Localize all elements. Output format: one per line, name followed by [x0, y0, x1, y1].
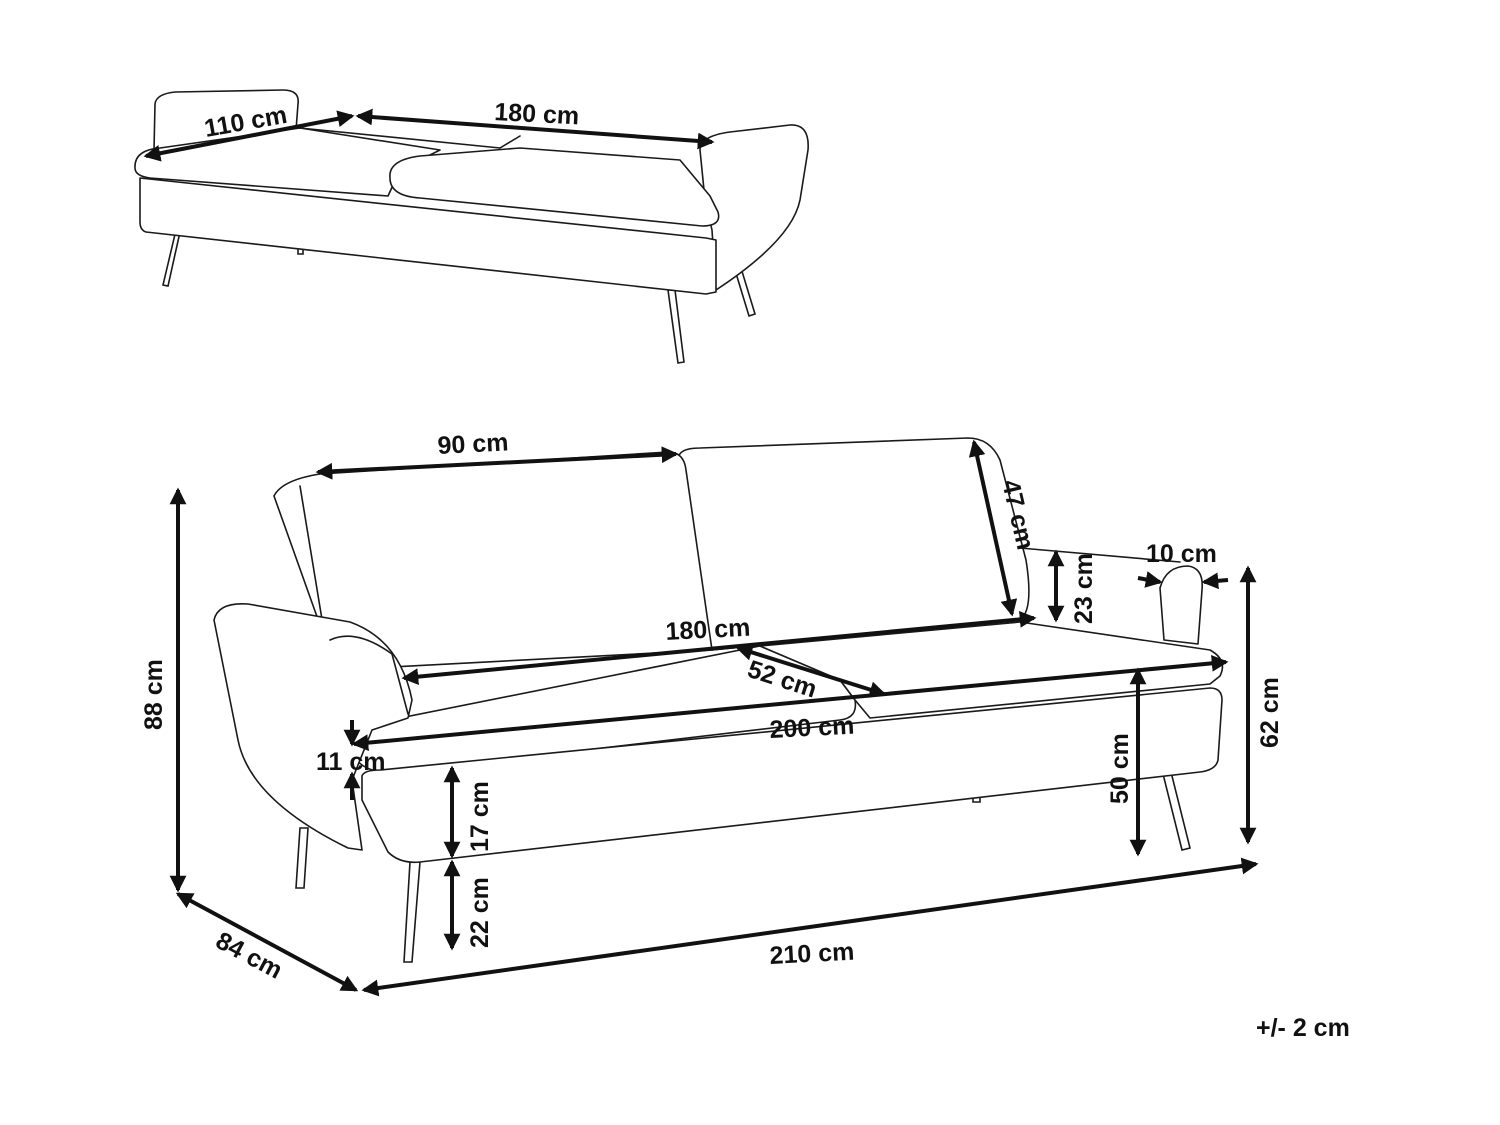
leg-front-right [1161, 767, 1191, 851]
label-cushion-length: 200 cm [769, 712, 855, 744]
label-arm-height: 62 cm [1256, 677, 1284, 748]
label-seat-height: 50 cm [1106, 733, 1134, 804]
label-seat-back-width: 90 cm [437, 428, 509, 460]
leg-back-left [295, 827, 309, 889]
bed-base [139, 177, 717, 295]
armrest-right [1159, 565, 1204, 645]
label-armrest-width: 10 cm [1146, 540, 1217, 568]
dimension-lines [143, 108, 1259, 997]
label-seat-width: 180 cm [665, 614, 751, 646]
label-leg-height: 22 cm [466, 877, 494, 948]
tolerance-note: +/- 2 cm [1256, 1014, 1350, 1042]
label-base-height: 17 cm [466, 781, 494, 852]
label-total-height: 88 cm [140, 659, 168, 730]
dim-armrest-width-right [1201, 572, 1229, 590]
label-armrest-height: 23 cm [1070, 553, 1098, 624]
bed-mattress-right [389, 147, 720, 227]
leg-front-left [403, 861, 421, 963]
sofa-drawing [213, 437, 1224, 963]
dim-bed-length [355, 108, 715, 150]
dim-back-height [968, 439, 1018, 617]
bed-leg-front [667, 289, 685, 364]
label-total-width: 210 cm [769, 938, 855, 970]
label-bed-length: 180 cm [494, 98, 580, 130]
label-depth: 84 cm [211, 927, 287, 985]
dim-armrest-width-left [1137, 571, 1163, 588]
dimension-labels: 110 cm 180 cm 90 cm 47 cm 23 cm 10 cm 18… [140, 98, 1350, 1042]
bed-leg-left [162, 228, 181, 287]
dim-seat-back-width [315, 446, 679, 480]
dim-total-width [361, 857, 1259, 997]
dim-cushion-length [351, 654, 1229, 752]
label-cushion-thickness: 11 cm [316, 748, 386, 776]
dim-bed-width [143, 110, 355, 162]
dim-depth [175, 892, 359, 992]
